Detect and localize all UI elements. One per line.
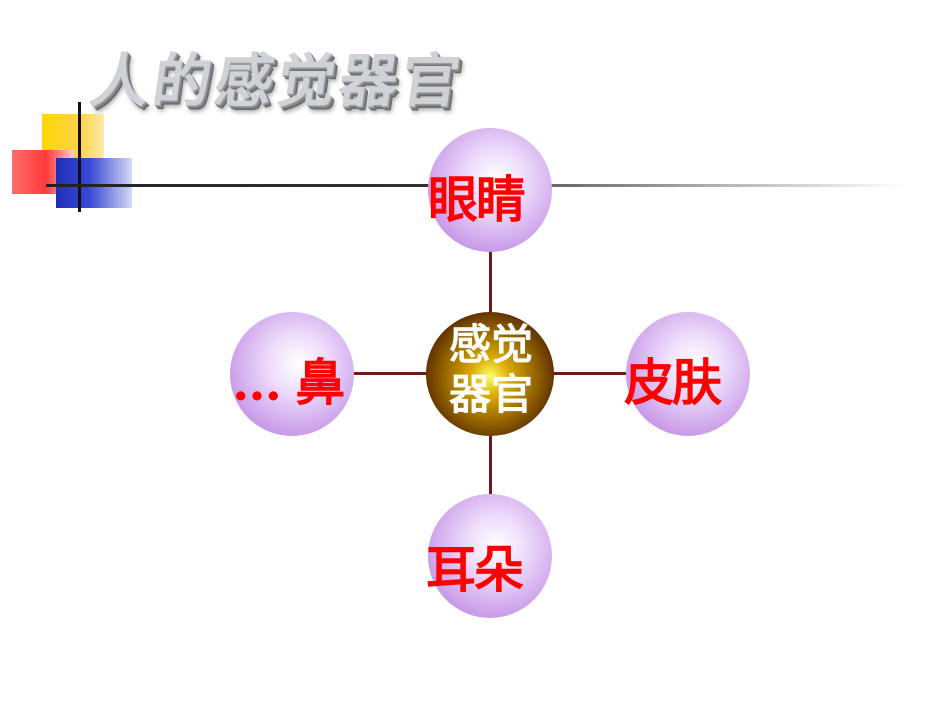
connector-left [354,372,430,375]
node-ears [428,494,552,618]
connector-right [550,372,626,375]
node-eyes-label: 眼睛 [428,170,526,229]
center-node [426,312,554,436]
node-eyes [428,128,552,252]
decor-blue-square [56,158,132,208]
node-nose [230,312,354,436]
slide-title: 人的感觉器官 [86,47,469,115]
node-ears-label: 耳朵 [426,540,524,599]
center-label-line2: 器官 [448,370,533,419]
decor-vertical-line [78,102,81,212]
connector-top [489,250,492,316]
node-skin [626,312,750,436]
node-nose-label: … 鼻 [232,353,345,412]
connector-bottom [489,432,492,498]
center-label-line1: 感觉 [448,320,533,369]
node-skin-label: 皮肤 [624,353,722,412]
